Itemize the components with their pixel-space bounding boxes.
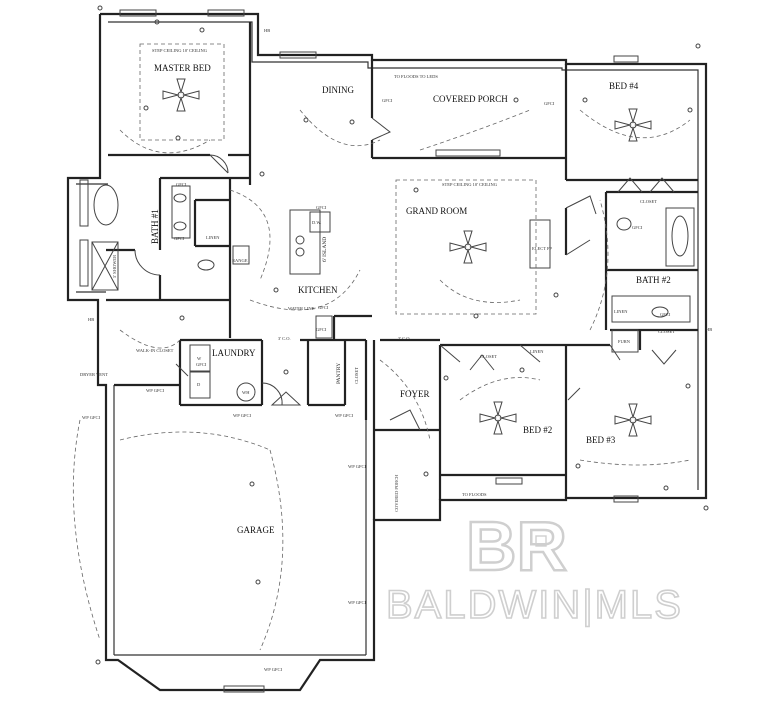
label-elect-fp: ELECT FP [532,246,553,251]
label-linen2: LINEN [614,309,628,314]
watermark-logo-box [535,535,547,547]
label-wp-gfci-6: WP GFCI [348,600,366,605]
label-gfci-laundry: GFCI [196,362,207,367]
label-wh: WH [242,390,250,395]
label-wp-gfci-4: WP GFCI [335,413,353,418]
label-wp-gfci-1: WP GFCI [146,388,164,393]
label-water-line: WATER LINE [288,306,315,311]
label-pantry: PANTRY [336,363,342,384]
label-wp-gfci-3: WP GFCI [233,413,251,418]
label-hb-right: HB [706,327,712,332]
watermark-name: BALDWIN|MLS [386,583,683,627]
label-gfci-porch: GFCI [382,98,393,103]
label-kitchen: KITCHEN [298,285,338,295]
label-linen1: LINEN [206,235,220,240]
label-master-bed: MASTER BED [154,63,211,73]
fan-icon [614,108,652,142]
label-shower: 5' SHOWER [112,255,117,278]
label-laundry: LAUNDRY [212,348,256,358]
label-grand-room: GRAND ROOM [406,206,467,216]
label-closet-hall: CLOSET [354,367,359,384]
label-gfci-kitchen-3: GFCI [318,305,329,310]
fan-icon [479,401,517,435]
fan-icon [614,403,652,437]
fan-icon [449,230,487,264]
label-hb-left: HB [88,317,94,322]
label-porch-note: TO FLOODS TO LEDS [394,74,438,79]
label-w: W [197,356,202,361]
label-hb-top: HB [264,28,270,33]
labels: MASTER BED STEP CEILING 10' CEILING DINI… [80,28,712,672]
label-gfci-kitchen-2: GFCI [316,327,327,332]
watermark-logo: BR [466,507,567,585]
ceiling-fans [162,78,652,437]
label-furn: FURN [618,339,631,344]
label-gfci-bed4: GFCI [544,101,555,106]
label-wp-gfci-2: WP GFCI [82,415,100,420]
label-bath1: BATH #1 [150,209,160,244]
outlets [95,5,709,665]
label-bed2: BED #2 [523,425,552,435]
fan-icon [162,78,200,112]
label-dw: D.W. [312,220,321,225]
label-foyer: FOYER [400,389,430,399]
label-gfci-bath2: GFCI [632,225,643,230]
label-co-kitchen: 3' C.O. [278,336,291,341]
label-bath2: BATH #2 [636,275,671,285]
label-dining: DINING [322,85,354,95]
label-range: RANGE [232,258,248,263]
doors [134,117,677,431]
wiring [72,109,691,651]
label-master-ceiling: STEP CEILING 10' CEILING [152,48,208,53]
label-co-foyer: 3' C.O. [398,336,411,341]
label-closet-bed4: CLOSET [640,199,657,204]
label-closet-bed2: CLOSET [480,354,497,359]
label-island: 6' ISLAND [322,237,328,262]
label-gfci-bath2-2: GFCI [660,312,671,317]
baldwin-mls-watermark: BR BALDWIN|MLS [385,506,683,628]
label-covered-porch: COVERED PORCH [433,94,508,104]
step-ceilings [139,43,537,315]
label-bed4: BED #4 [609,81,639,91]
interior-walls [106,22,698,520]
label-dryer-vent: DRYER VENT [80,372,108,377]
label-gfci-kitchen: GFCI [316,205,327,210]
label-covered-porch-front: COVERED PORCH [394,474,399,512]
label-closet-bed3: CLOSET [658,329,675,334]
label-bed3: BED #3 [586,435,616,445]
label-gfci-bath: GFCI [176,182,187,187]
label-wp-gfci-5: WP GFCI [348,464,366,469]
label-linen3: LINEN [530,349,544,354]
label-wp-gfci-7: WP GFCI [264,667,282,672]
label-d: D [197,382,201,387]
label-garage: GARAGE [237,525,275,535]
fixtures [91,184,695,402]
label-gfci-bath-2: GFCI [174,236,185,241]
label-walk-in-closet: WALK-IN CLOSET [136,348,174,353]
label-to-floods: TO FLOODS [462,492,487,497]
label-grand-ceiling: STEP CEILING 10' CEILING [442,182,498,187]
